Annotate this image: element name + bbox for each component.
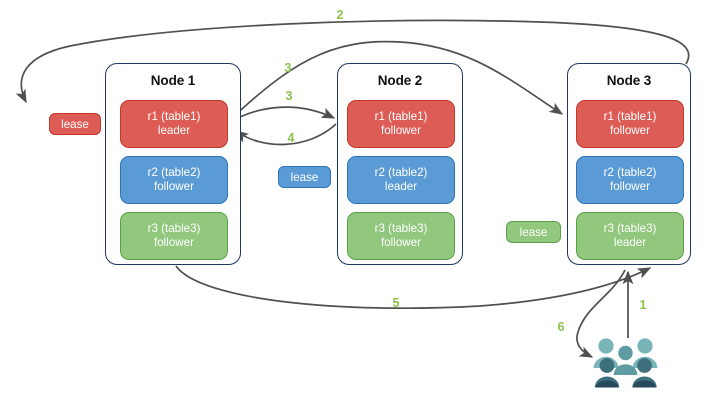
replica-role: leader [613,236,647,249]
replica-name: r2 (table2) [603,165,657,179]
replica-name: r1 (table1) [147,109,201,123]
replica-name: r3 (table3) [603,221,657,235]
replica-name: r3 (table3) [147,221,201,235]
step-label-4: 4 [287,131,295,145]
replica-node1-r1[interactable]: r1 (table1) leader [120,100,228,148]
step-label-3-upper: 3 [284,61,292,75]
replica-node1-r2[interactable]: r2 (table2) follower [120,156,228,204]
node-box-node3[interactable]: Node 3 r1 (table1) follower r2 (table2) … [567,63,691,265]
replica-node3-r3[interactable]: r3 (table3) leader [576,212,684,260]
lease-badge-r3[interactable]: lease [506,221,561,243]
node-title: Node 2 [377,73,423,88]
replica-node3-r1[interactable]: r1 (table1) follower [576,100,684,148]
node-box-node1[interactable]: Node 1 r1 (table1) leader r2 (table2) fo… [105,63,241,265]
replica-name: r2 (table2) [374,165,428,179]
arrow-step-3-lower [229,106,336,123]
replica-role: leader [157,124,191,137]
replica-role: follower [381,236,421,249]
lease-badge-r2[interactable]: lease [278,166,331,188]
people-group-icon [593,338,658,388]
replica-node3-r2[interactable]: r2 (table2) follower [576,156,684,204]
replica-name: r1 (table1) [603,109,657,123]
replica-role: follower [154,180,194,193]
lease-label: lease [290,170,319,184]
arrow-step-5 [175,265,652,310]
step-label-2: 2 [336,8,344,22]
node-box-node2[interactable]: Node 2 r1 (table1) follower r2 (table2) … [337,63,463,265]
step-label-3-lower: 3 [285,89,293,103]
step-label-5: 5 [392,296,400,310]
step-label-6: 6 [557,320,565,334]
replica-name: r1 (table1) [374,109,428,123]
lease-label: lease [519,225,548,239]
replica-name: r3 (table3) [374,221,428,235]
node-title: Node 1 [150,73,196,88]
replica-role: follower [610,180,650,193]
step-label-1: 1 [639,298,647,312]
replica-role: follower [381,124,421,137]
replica-role: leader [384,180,418,193]
replica-role: follower [154,236,194,249]
replica-role: follower [610,124,650,137]
replica-node2-r2[interactable]: r2 (table2) leader [347,156,455,204]
replica-node2-r3[interactable]: r3 (table3) follower [347,212,455,260]
node-title: Node 3 [606,73,652,88]
replica-node1-r3[interactable]: r3 (table3) follower [120,212,228,260]
lease-label: lease [61,117,89,131]
replica-name: r2 (table2) [147,165,201,179]
lease-badge-r1[interactable]: lease [49,113,101,135]
replica-node2-r1[interactable]: r1 (table1) follower [347,100,455,148]
